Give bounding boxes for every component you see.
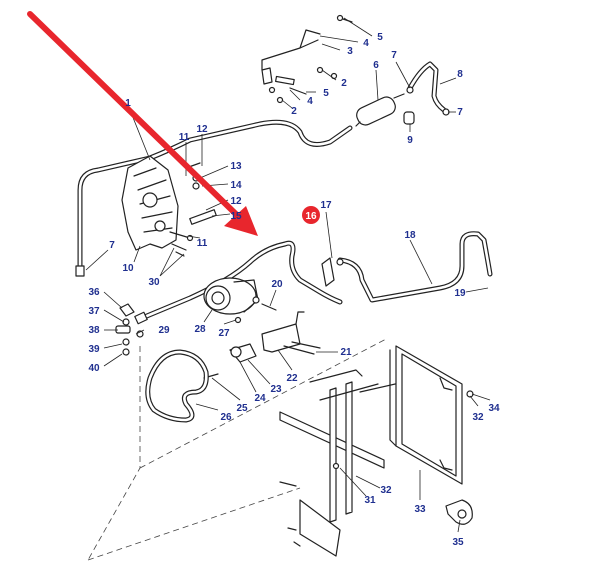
callout-14[interactable]: 14 — [230, 180, 242, 191]
callout-37[interactable]: 37 — [88, 306, 100, 317]
condenser-line-part-18 — [337, 231, 493, 303]
callout-34[interactable]: 34 — [488, 403, 500, 414]
callout-9[interactable]: 9 — [407, 135, 413, 146]
refrigerant-line-part-1 — [75, 119, 353, 277]
callout-7[interactable]: 7 — [391, 50, 397, 61]
callout-40[interactable]: 40 — [88, 363, 100, 374]
callout-32[interactable]: 32 — [380, 485, 392, 496]
callout-21[interactable]: 21 — [340, 347, 352, 358]
callout-22[interactable]: 22 — [286, 373, 298, 384]
assembly-boundary — [87, 337, 389, 561]
condenser-part-33 — [389, 345, 463, 485]
callout-35[interactable]: 35 — [452, 537, 464, 548]
callout-32[interactable]: 32 — [472, 412, 484, 423]
callout-11[interactable]: 11 — [197, 238, 208, 249]
callout-5[interactable]: 5 — [377, 32, 383, 43]
callout-19[interactable]: 19 — [454, 288, 466, 299]
callout-7[interactable]: 7 — [457, 107, 463, 118]
callout-12[interactable]: 12 — [230, 196, 242, 207]
callout-3[interactable]: 3 — [347, 46, 353, 57]
callout-7[interactable]: 7 — [109, 240, 115, 251]
callout-38[interactable]: 38 — [88, 325, 100, 336]
highlight-badge — [302, 206, 320, 224]
pointer-arrow — [27, 11, 258, 236]
callout-16[interactable]: 16 — [305, 211, 317, 222]
discharge-line-part-16 — [134, 240, 343, 325]
callout-31[interactable]: 31 — [364, 495, 376, 506]
callout-1[interactable]: 1 — [125, 98, 131, 109]
callout-12[interactable]: 12 — [196, 124, 208, 135]
callout-6[interactable]: 6 — [373, 60, 379, 71]
callout-29[interactable]: 29 — [158, 325, 170, 336]
clamp-part-17 — [321, 257, 344, 287]
callout-2[interactable]: 2 — [291, 106, 297, 117]
leader-lines — [85, 17, 491, 533]
callout-25[interactable]: 25 — [236, 403, 248, 414]
pressure-switch-part-9 — [403, 111, 415, 125]
callout-39[interactable]: 39 — [88, 344, 100, 355]
condenser-frame-part-31 — [279, 369, 405, 557]
callout-8[interactable]: 8 — [457, 69, 463, 80]
callout-27[interactable]: 27 — [218, 328, 230, 339]
callout-5[interactable]: 5 — [323, 88, 329, 99]
callout-10[interactable]: 10 — [122, 263, 134, 274]
callout-13[interactable]: 13 — [230, 161, 242, 172]
compressor-bracket-part-10 — [121, 155, 179, 251]
callout-15[interactable]: 15 — [230, 211, 242, 222]
support-part-22 — [261, 311, 305, 353]
callout-labels: 1 2 2 3 4 4 5 5 6 7 7 7 8 9 10 11 11 12 … — [88, 32, 500, 548]
bolts-part-21 — [283, 341, 321, 355]
callout-17[interactable]: 17 — [320, 200, 332, 211]
tensioner-part-23 — [229, 343, 257, 363]
callout-2[interactable]: 2 — [341, 78, 347, 89]
compressor-part-28 — [203, 277, 260, 315]
switch-line-part-8 — [406, 61, 450, 116]
stud-part-20 — [261, 303, 277, 311]
top-fasteners — [268, 14, 353, 104]
callout-30[interactable]: 30 — [148, 277, 160, 288]
callout-4[interactable]: 4 — [307, 96, 313, 107]
callout-28[interactable]: 28 — [194, 324, 206, 335]
callout-11[interactable]: 11 — [179, 132, 190, 143]
callout-4[interactable]: 4 — [363, 38, 369, 49]
callout-36[interactable]: 36 — [88, 287, 100, 298]
callout-20[interactable]: 20 — [271, 279, 283, 290]
receiver-drier-part-6 — [355, 93, 405, 127]
bolt-part-27 — [234, 316, 242, 324]
callout-24[interactable]: 24 — [254, 393, 266, 404]
drive-belt-part-26 — [145, 349, 209, 423]
callout-26[interactable]: 26 — [220, 412, 232, 423]
callout-33[interactable]: 33 — [414, 504, 426, 515]
callout-18[interactable]: 18 — [404, 230, 416, 241]
mounting-bracket-part-3 — [261, 29, 321, 86]
fittings-parts-36-40 — [115, 303, 144, 356]
callout-23[interactable]: 23 — [270, 384, 282, 395]
clamp-part-35 — [445, 499, 473, 525]
